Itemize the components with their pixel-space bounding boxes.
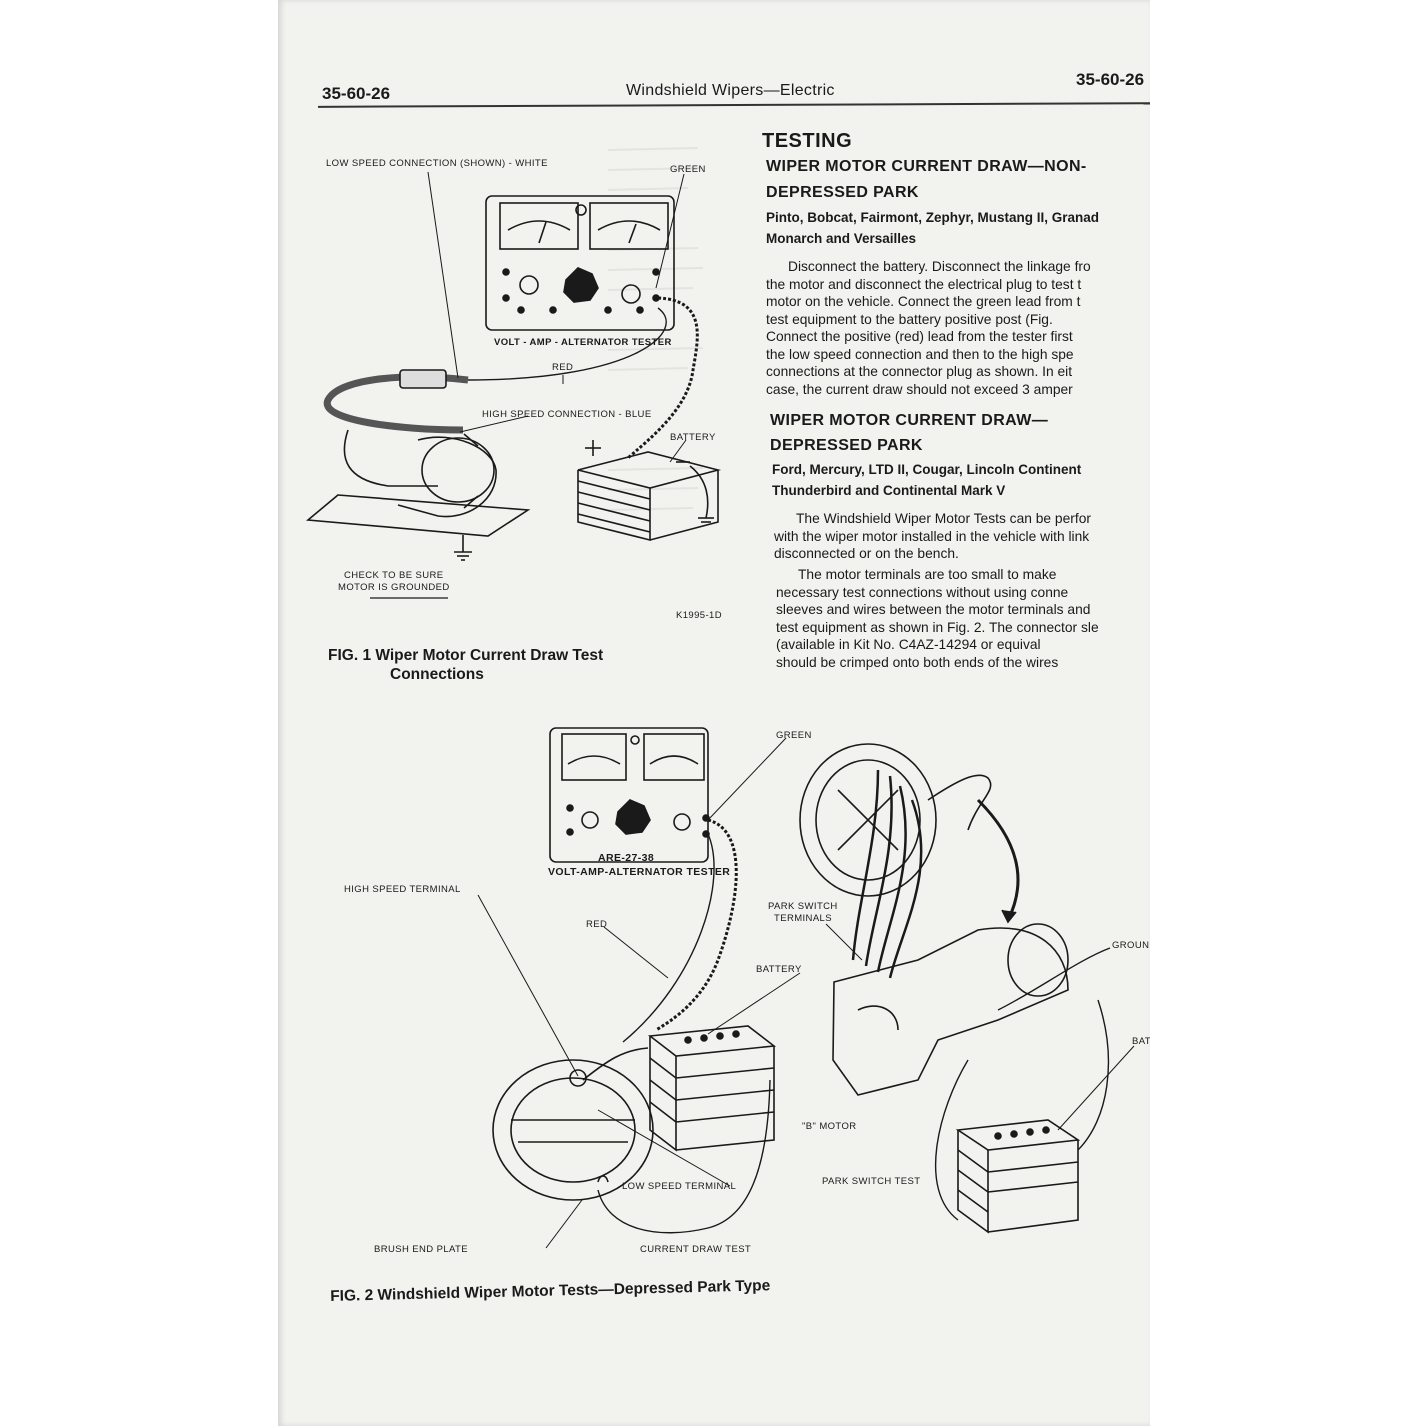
section2-body2-line: test equipment as shown in Fig. 2. The c… xyxy=(776,619,1099,635)
manual-page: 35-60-26 Windshield Wipers—Electric 35-6… xyxy=(278,0,1150,1426)
section2-body2-line: The motor terminals are too small to mak… xyxy=(798,567,1057,582)
figure-1-illustration xyxy=(305,171,722,599)
section2-body2: The motor terminals are too small to mak… xyxy=(776,566,1150,671)
fig2-label-green: GREEN xyxy=(776,730,812,741)
section1-body-line: case, the current draw should not exceed… xyxy=(766,381,1073,397)
section1-models-line2: Monarch and Versailles xyxy=(766,231,917,246)
figure-2-illustration xyxy=(477,727,1135,1249)
section2-heading-line1: WIPER MOTOR CURRENT DRAW— xyxy=(770,412,1049,429)
fig2-label-battery: BATTERY xyxy=(756,964,802,975)
section2-body1-line: with the wiper motor installed in the ve… xyxy=(774,528,1090,544)
section2-body2-line: sleeves and wires between the motor term… xyxy=(776,602,1091,617)
section2-body2-line: should be crimped onto both ends of the … xyxy=(776,654,1059,670)
section1-body: Disconnect the battery. Disconnect the l… xyxy=(766,258,1150,398)
fig2-label-park-switch-test: PARK SWITCH TEST xyxy=(822,1176,921,1187)
fig1-label-check-line1: CHECK TO BE SURE xyxy=(344,570,444,581)
section2-body2-line: (available in Kit No. C4AZ-14294 or equi… xyxy=(776,637,1041,652)
fig1-label-green: GREEN xyxy=(670,164,706,175)
page-number-left: 35-60-26 xyxy=(322,84,391,103)
fig1-label-low-speed: LOW SPEED CONNECTION (SHOWN) - WHITE xyxy=(326,158,548,169)
fig2-label-tester: VOLT-AMP-ALTERNATOR TESTER xyxy=(548,866,731,878)
fig2-label-brush-end-plate: BRUSH END PLATE xyxy=(374,1244,468,1255)
section1-heading-line1: WIPER MOTOR CURRENT DRAW—NON- xyxy=(766,158,1087,175)
fig1-caption-line2: Connections xyxy=(390,666,484,683)
fig2-label-b-motor: "B" MOTOR xyxy=(802,1121,857,1132)
fig1-label-battery: BATTERY xyxy=(670,432,716,443)
fig1-caption-line1: FIG. 1 Wiper Motor Current Draw Test xyxy=(328,647,604,664)
fig2-label-current-draw-test: CURRENT DRAW TEST xyxy=(640,1244,752,1255)
fig2-label-red: RED xyxy=(586,919,608,930)
section1-heading-line2: DEPRESSED PARK xyxy=(766,184,919,201)
testing-heading: TESTING xyxy=(762,130,853,152)
section2-body2-line: necessary test connections without using… xyxy=(776,584,1069,600)
section2-models-line2: Thunderbird and Continental Mark V xyxy=(772,483,1006,498)
section1-models-line1: Pinto, Bobcat, Fairmont, Zephyr, Mustang… xyxy=(766,210,1100,225)
section1-body-line: Connect the positive (red) lead from the… xyxy=(766,329,1073,344)
fig2-label-model: ARE-27-38 xyxy=(598,852,655,864)
section2-body1-line: disconnected or on the bench. xyxy=(774,546,959,561)
section2-body1-line: The Windshield Wiper Motor Tests can be … xyxy=(796,511,1091,526)
fig1-label-red: RED xyxy=(552,362,574,373)
fig2-label-park-switch-terminals-1: PARK SWITCH xyxy=(768,901,838,912)
fig2-label-low-speed-terminal: LOW SPEED TERMINAL xyxy=(622,1181,737,1192)
fig1-label-tester: VOLT - AMP - ALTERNATOR TESTER xyxy=(494,337,672,348)
section1-body-line: motor on the vehicle. Connect the green … xyxy=(766,294,1081,309)
section2-body1: The Windshield Wiper Motor Tests can be … xyxy=(774,510,1150,563)
fig2-label-park-switch-terminals-2: TERMINALS xyxy=(774,913,832,924)
fig1-label-high-speed: HIGH SPEED CONNECTION - BLUE xyxy=(482,409,652,420)
section2-models-line1: Ford, Mercury, LTD II, Cougar, Lincoln C… xyxy=(772,462,1082,477)
fig2-label-high-speed-terminal: HIGH SPEED TERMINAL xyxy=(344,884,461,895)
section1-body-line: the low speed connection and then to the… xyxy=(766,346,1074,362)
section1-body-line: Disconnect the battery. Disconnect the l… xyxy=(788,259,1091,274)
page-header-title: Windshield Wipers—Electric xyxy=(626,82,835,99)
section1-body-line: test equipment to the battery positive p… xyxy=(766,311,1053,327)
fig2-label-ground: GROUN xyxy=(1112,940,1150,951)
section1-body-line: connections at the connector plug as sho… xyxy=(766,364,1073,379)
fig2-label-bat: BAT xyxy=(1132,1036,1150,1047)
fig1-reference-code: K1995-1D xyxy=(676,610,722,621)
section1-body-line: the motor and disconnect the electrical … xyxy=(766,276,1082,292)
page-number-right: 35-60-26 xyxy=(1076,70,1145,89)
section2-heading-line2: DEPRESSED PARK xyxy=(770,437,923,454)
fig1-label-check-line2: MOTOR IS GROUNDED xyxy=(338,582,450,593)
